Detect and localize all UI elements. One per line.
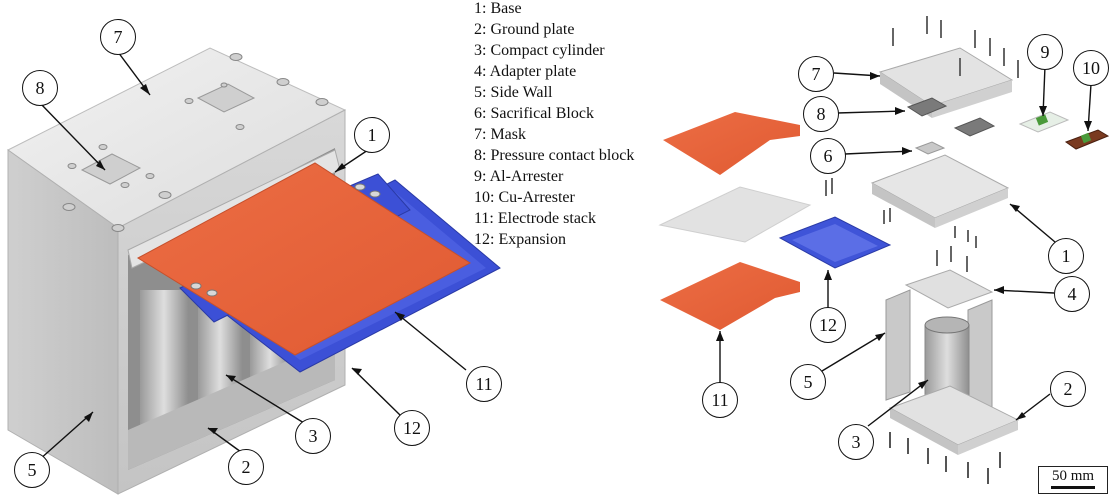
callout-electrode-stack: 11	[466, 366, 502, 402]
assembled-fixture	[7, 47, 501, 495]
legend-item-7: 7: Mask	[474, 126, 526, 143]
top-screws	[62, 53, 329, 232]
callout-mask: 7	[100, 19, 136, 55]
mask-plate-front	[932, 80, 1012, 118]
callout-pressure-block-exploded: 8	[803, 96, 839, 132]
ground-plate-inner	[128, 340, 335, 470]
callout-base: 1	[354, 117, 390, 153]
callout-ground-plate-exploded: 2	[1050, 371, 1086, 407]
callout-al-arrester: 9	[1027, 34, 1063, 70]
legend-item-1: 1: Base	[474, 0, 522, 17]
callout-adapter-plate: 4	[1054, 276, 1090, 312]
legend-item-10: 10: Cu-Arrester	[474, 189, 575, 206]
legend-item-5: 5: Side Wall	[474, 84, 553, 101]
ground-screws	[889, 432, 1001, 484]
scale-bar-line	[1051, 486, 1095, 489]
base-plate-side	[872, 183, 935, 228]
callout-base-exploded: 1	[1048, 238, 1084, 274]
exploded-view	[658, 16, 1110, 484]
base-plate-front	[935, 188, 1008, 228]
callout-ground-plate: 2	[228, 449, 264, 485]
electrode-stack	[136, 162, 471, 356]
callout-expansion-exploded: 12	[810, 307, 846, 343]
callout-mask-exploded: 7	[798, 56, 834, 92]
leader-arrows-left	[84, 84, 405, 434]
callout-compact-cylinder-exploded: 3	[838, 424, 874, 460]
legend-item-9: 9: Al-Arrester	[474, 168, 564, 185]
callout-pressure-block: 8	[22, 70, 58, 106]
scale-bar-label: 50 mm	[1051, 468, 1095, 484]
leader-arrows-right	[716, 72, 1092, 420]
base-screws	[825, 178, 977, 248]
legend-item-2: 2: Ground plate	[474, 21, 575, 38]
pressure-block-a	[906, 97, 948, 117]
adapter-plate	[904, 269, 994, 309]
electrode-sheet-bottom	[660, 262, 800, 330]
callout-electrode-stack-exploded: 11	[702, 382, 738, 418]
side-wall-exploded-left	[885, 289, 911, 401]
callout-side-wall-exploded: 5	[790, 364, 826, 400]
legend-item-12: 12: Expansion	[474, 231, 566, 248]
ground-plate-front	[958, 420, 1018, 455]
exploded-top-screws	[892, 16, 1019, 78]
cu-arrester-tab	[1080, 132, 1092, 144]
electrode-sheet-top	[663, 112, 800, 175]
separator-sheet	[658, 186, 812, 243]
cylinder-top	[924, 316, 970, 334]
expansion-exploded-inner	[792, 224, 878, 262]
callout-side-wall: 5	[14, 452, 50, 488]
callout-expansion: 12	[394, 410, 430, 446]
clamp-screws	[190, 183, 381, 297]
sacrificial-block	[914, 141, 946, 155]
mask-pocket-2	[80, 153, 142, 185]
mask-pocket-1	[196, 83, 256, 113]
callout-sacrificial-block: 6	[810, 138, 846, 174]
scale-bar: 50 mm	[1038, 466, 1108, 494]
base-plate	[870, 154, 1010, 219]
adapter-screws	[936, 246, 968, 272]
callout-compact-cylinder: 3	[295, 418, 331, 454]
legend-item-11: 11: Electrode stack	[474, 210, 597, 227]
legend-item-3: 3: Compact cylinder	[474, 42, 605, 59]
al-arrester-tab	[1035, 114, 1049, 126]
legend-item-6: 6: Sacrifical Block	[474, 105, 594, 122]
legend-item-4: 4: Adapter plate	[474, 63, 577, 80]
legend-item-8: 8: Pressure contact block	[474, 147, 635, 164]
pressure-block-b	[953, 117, 996, 137]
ground-plate-side	[890, 408, 958, 455]
callout-cu-arrester: 10	[1073, 50, 1109, 86]
